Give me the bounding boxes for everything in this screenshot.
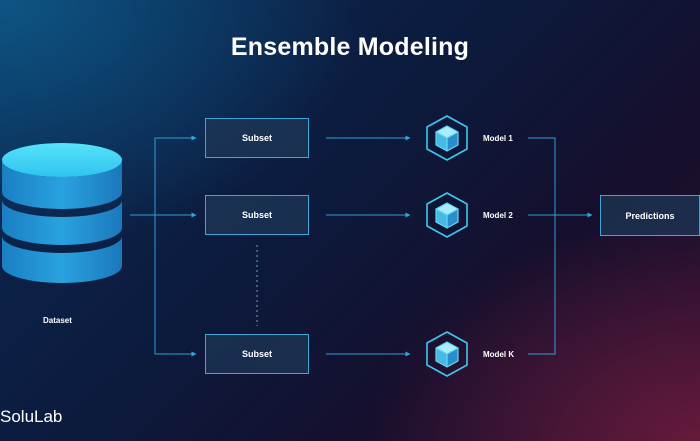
- subset-box-2: Subset: [205, 195, 309, 235]
- branch-to-subsetk-arrow: [154, 215, 197, 357]
- brand-logo-text: SoluLab: [0, 407, 63, 426]
- models-merge-line: [528, 137, 556, 355]
- database-icon: [2, 143, 122, 283]
- cube-icon: [426, 331, 468, 377]
- subset-box-k: Subset: [205, 334, 309, 374]
- cube-icon: [426, 115, 468, 161]
- model-label-1: Model 1: [483, 134, 513, 143]
- model-label-2: Model 2: [483, 211, 513, 220]
- predictions-box: Predictions: [600, 195, 700, 236]
- subset-box-1: Subset: [205, 118, 309, 158]
- model-label-k: Model K: [483, 350, 515, 359]
- diagram-title: Ensemble Modeling: [230, 33, 470, 61]
- branch-to-subset1-arrow: [154, 135, 197, 215]
- dataset-label: Dataset: [43, 316, 72, 325]
- cube-icon: [426, 192, 468, 238]
